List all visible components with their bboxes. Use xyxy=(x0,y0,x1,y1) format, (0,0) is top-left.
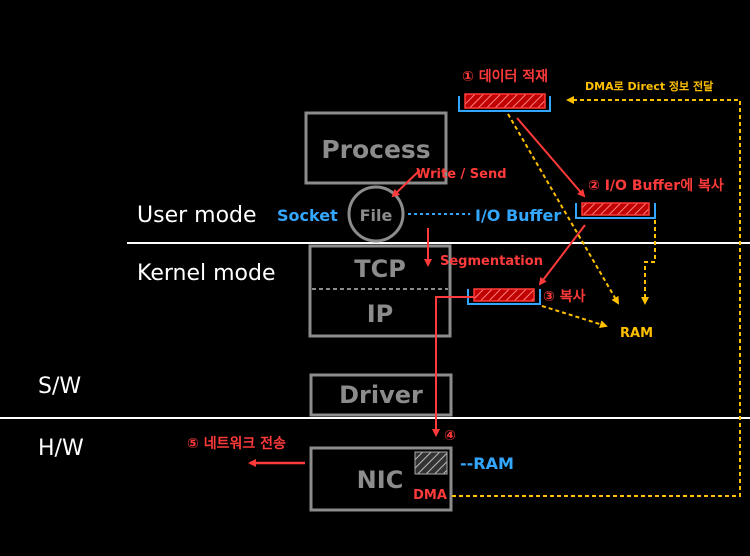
copy-arrow-2-to-3 xyxy=(538,224,586,286)
step4-label: ④ xyxy=(444,428,456,444)
kernel-to-nic-arrow xyxy=(432,296,474,437)
tcp-label: TCP xyxy=(354,255,406,283)
nic-ram-label: --RAM xyxy=(460,454,514,473)
kernel-mode-label: Kernel mode xyxy=(137,261,276,286)
ram-label: RAM xyxy=(620,326,653,341)
tcp-ip-box xyxy=(308,244,452,338)
driver-box xyxy=(309,373,453,417)
nic-box xyxy=(309,446,453,512)
buffer1 xyxy=(464,93,546,109)
driver-label: Driver xyxy=(339,381,423,409)
file-circle xyxy=(347,185,405,243)
nic-label: NIC xyxy=(357,466,404,494)
socket-label: Socket xyxy=(277,206,338,225)
buffer2-to-ram-line xyxy=(641,220,656,305)
step3-label: ③ 복사 xyxy=(543,289,586,305)
hw-label: H/W xyxy=(38,436,84,461)
buffer1-to-ram-line xyxy=(507,113,620,305)
buffer2 xyxy=(581,202,650,216)
dma-direct-label: DMA로 Direct 정보 전달 xyxy=(585,79,713,93)
step5-label: ⑤ 네트워크 전송 xyxy=(187,435,286,452)
process-label: Process xyxy=(321,135,430,164)
ip-label: IP xyxy=(367,300,394,328)
nic-buffer xyxy=(414,451,448,475)
user-mode-label: User mode xyxy=(137,203,257,228)
buffer3 xyxy=(473,288,535,302)
write-send-label: Write / Send xyxy=(416,167,507,182)
segmentation-label: Segmentation xyxy=(440,254,543,269)
sw-label: S/W xyxy=(38,374,81,399)
buffer3-to-ram-line xyxy=(541,305,608,329)
write-send-arrow xyxy=(391,169,421,198)
file-label: File xyxy=(360,206,393,225)
process-box xyxy=(304,111,448,185)
io-buffer-label: I/O Buffer xyxy=(475,206,561,225)
step2-label: ② I/O Buffer에 복사 xyxy=(588,178,724,194)
copy-arrow-1-to-2 xyxy=(516,117,586,198)
dma-label: DMA xyxy=(413,488,447,503)
buffer2-tray xyxy=(575,203,656,219)
dma-direct-line xyxy=(452,96,741,497)
step1-label: ① 데이터 적재 xyxy=(462,68,548,85)
buffer1-tray xyxy=(458,96,551,112)
